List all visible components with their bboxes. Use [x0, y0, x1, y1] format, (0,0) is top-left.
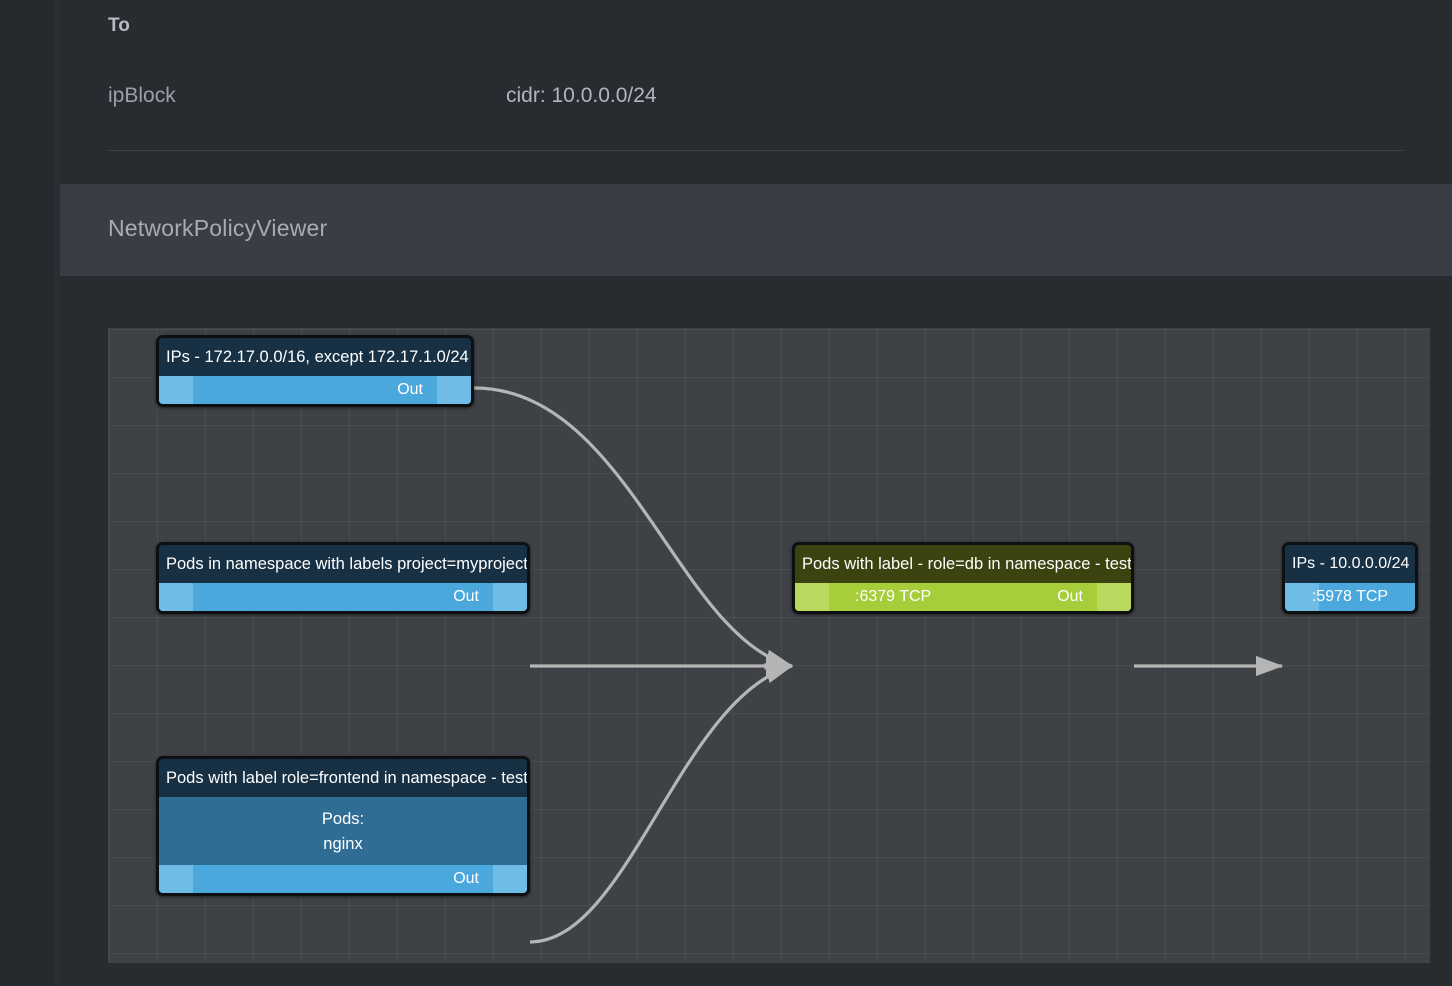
- node-title: IPs - 172.17.0.0/16, except 172.17.1.0/2…: [159, 338, 471, 376]
- node-in-port[interactable]: [159, 376, 193, 404]
- node-out-port[interactable]: [1097, 583, 1131, 611]
- rail-divider: [55, 0, 60, 986]
- graph-node-frontend-pods[interactable]: Pods with label role=frontend in namespa…: [156, 756, 530, 896]
- main-column: To ipBlock cidr: 10.0.0.0/24 NetworkPoli…: [60, 0, 1452, 986]
- node-title: IPs - 10.0.0.0/24: [1285, 545, 1415, 583]
- network-policy-viewer-header: NetworkPolicyViewer: [60, 184, 1452, 276]
- node-ports: Out: [159, 583, 527, 611]
- edge-ipblock-src-to-db: [473, 386, 794, 670]
- node-body: Pods: nginx: [159, 797, 527, 865]
- node-ports: :6379 TCP Out: [795, 583, 1131, 611]
- left-rail: [0, 0, 55, 986]
- detail-section: To ipBlock cidr: 10.0.0.0/24: [60, 0, 1452, 184]
- node-ports: :5978 TCP: [1285, 583, 1415, 611]
- graph-node-db-pods[interactable]: Pods with label - role=db in namespace -…: [792, 542, 1134, 614]
- detail-section-title: To: [108, 15, 131, 36]
- detail-key: ipBlock: [108, 84, 176, 107]
- node-out-port[interactable]: [437, 376, 471, 404]
- node-in-port[interactable]: [159, 865, 193, 893]
- node-in-port[interactable]: [795, 583, 829, 611]
- node-out-label: Out: [453, 588, 479, 605]
- detail-divider: [108, 150, 1404, 151]
- graph-canvas[interactable]: IPs - 172.17.0.0/16, except 172.17.1.0/2…: [108, 328, 1430, 963]
- node-body-item: nginx: [323, 835, 363, 853]
- graph-node-namespace-labels[interactable]: Pods in namespace with labels project=my…: [156, 542, 530, 614]
- node-out-port[interactable]: [493, 583, 527, 611]
- node-in-label: :5978 TCP: [1311, 588, 1389, 605]
- node-out-label: Out: [1057, 588, 1083, 605]
- node-ports: Out: [159, 376, 471, 404]
- graph-node-ipblock-destination[interactable]: IPs - 10.0.0.0/24 :5978 TCP: [1282, 542, 1418, 614]
- node-in-port[interactable]: [159, 583, 193, 611]
- node-ports: Out: [159, 865, 527, 893]
- detail-value: cidr: 10.0.0.0/24: [506, 84, 657, 107]
- node-out-label: Out: [453, 870, 479, 887]
- detail-row-ipblock: ipBlock cidr: 10.0.0.0/24: [108, 84, 1404, 124]
- node-title: Pods with label - role=db in namespace -…: [795, 545, 1131, 583]
- graph-canvas-wrap: IPs - 172.17.0.0/16, except 172.17.1.0/2…: [60, 276, 1452, 986]
- panel-title: NetworkPolicyViewer: [108, 215, 328, 241]
- node-in-port[interactable]: [1285, 583, 1319, 611]
- node-in-label: :6379 TCP: [855, 588, 932, 605]
- node-body-heading: Pods:: [321, 810, 365, 828]
- node-out-label: Out: [397, 381, 423, 398]
- node-title: Pods with label role=frontend in namespa…: [159, 759, 527, 797]
- graph-node-ipblock-source[interactable]: IPs - 172.17.0.0/16, except 172.17.1.0/2…: [156, 335, 474, 407]
- node-title: Pods in namespace with labels project=my…: [159, 545, 527, 583]
- edge-frontend-to-db: [529, 663, 794, 944]
- node-out-port[interactable]: [493, 865, 527, 893]
